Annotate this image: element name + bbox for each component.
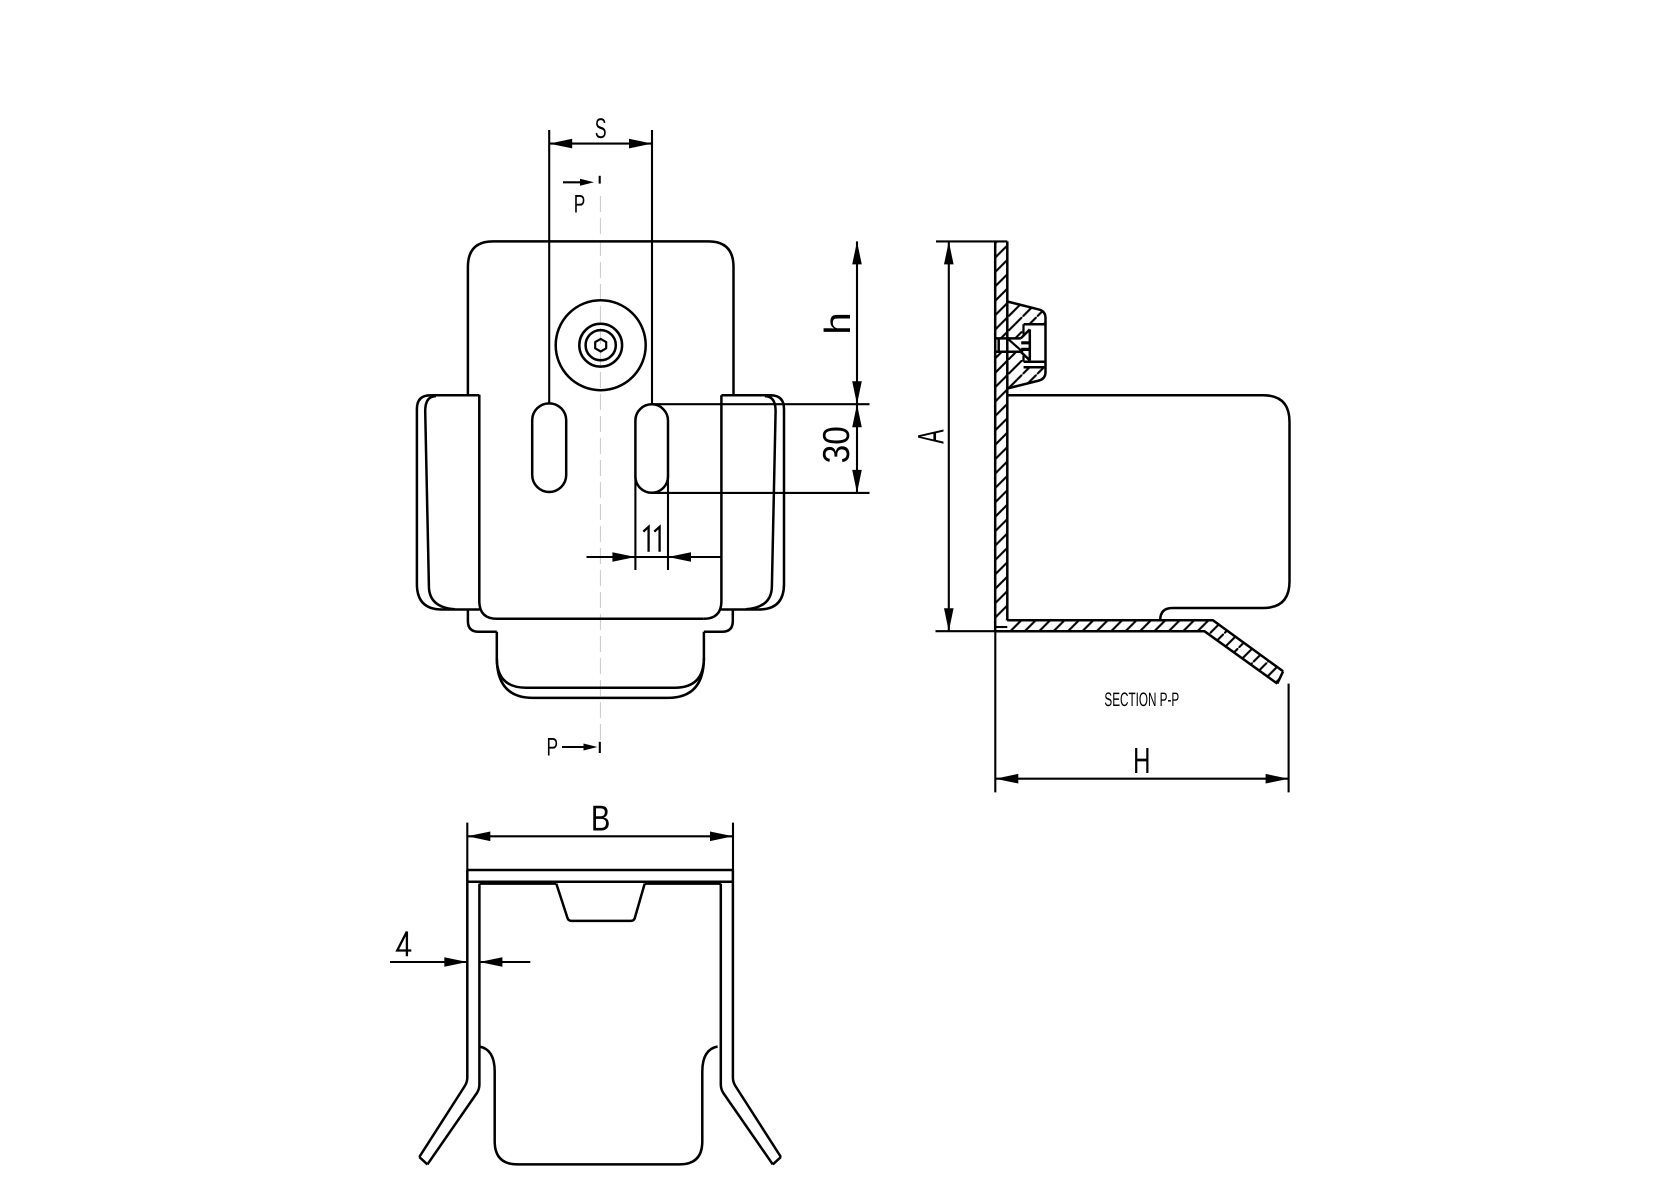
svg-text:h: h bbox=[817, 312, 858, 334]
svg-text:B: B bbox=[591, 797, 610, 838]
svg-text:H: H bbox=[1133, 740, 1150, 781]
svg-text:S: S bbox=[595, 113, 607, 145]
svg-text:P: P bbox=[574, 191, 586, 219]
svg-text:P: P bbox=[547, 734, 559, 762]
svg-text:30: 30 bbox=[815, 426, 857, 463]
svg-text:SECTION P-P: SECTION P-P bbox=[1104, 689, 1179, 711]
svg-text:A: A bbox=[910, 429, 951, 444]
